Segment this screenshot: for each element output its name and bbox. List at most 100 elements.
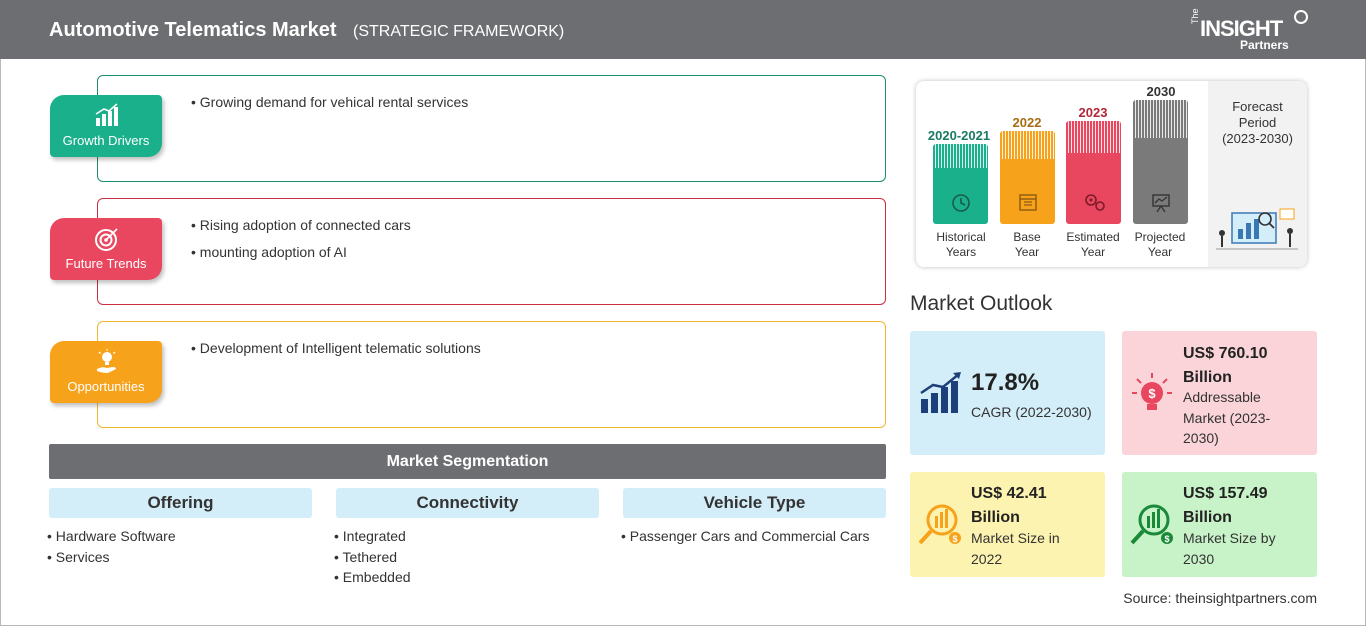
list-item: Services (47, 547, 176, 568)
presentation-icon (1152, 194, 1170, 213)
list-item: Embedded (334, 567, 411, 588)
svg-text:$: $ (952, 534, 957, 544)
addressable-market-card: $ US$ 760.10 Billion Addressable Market … (1122, 331, 1317, 455)
growth-drivers-label: Growth Drivers (62, 133, 150, 148)
bar-projected (1133, 100, 1188, 224)
market-size-2022-value: US$ 42.41 Billion (971, 482, 1047, 530)
label-historical-line1: Historical (936, 230, 986, 244)
cagr-card: 17.8% CAGR (2022-2030) (910, 331, 1105, 455)
future-trends-tag: Future Trends (50, 218, 162, 280)
addressable-market-label: Addressable Market (2023- 2030) (1183, 387, 1270, 449)
addressable-value-line2: Billion (1183, 369, 1232, 386)
list-item: Development of Intelligent telematic sol… (191, 340, 481, 356)
opportunities-card: Development of Intelligent telematic sol… (97, 321, 886, 428)
logo-insight: INSIGHT (1200, 16, 1283, 41)
size-2030-label-line2: 2030 (1183, 550, 1215, 567)
list-item: Rising adoption of connected cars (191, 217, 411, 233)
forecast-line3: (2023-2030) (1222, 131, 1293, 146)
offering-heading: Offering (49, 488, 312, 518)
size-2022-value-line1: US$ 42.41 (971, 485, 1047, 502)
bar-base (1000, 131, 1055, 224)
growth-drivers-tag: Growth Drivers (50, 95, 162, 157)
label-estimated-line2: Year (1080, 245, 1106, 259)
future-trends-card: Rising adoption of connected cars mounti… (97, 198, 886, 305)
list-item: Hardware Software (47, 526, 176, 547)
forecast-line1: Forecast (1232, 99, 1283, 114)
market-outlook-title: Market Outlook (910, 292, 1053, 315)
opportunities-label: Opportunities (67, 379, 145, 394)
cagr-label: CAGR (2022-2030) (971, 404, 1092, 420)
label-base-line1: Base (1013, 230, 1041, 244)
timeline-panel: 2020-2021 Historical Years 2022 Base Yea… (916, 81, 1307, 267)
future-trends-list: Rising adoption of connected cars mounti… (191, 217, 411, 271)
size-2030-value-line2: Billion (1183, 509, 1232, 526)
lightbulb-hand-icon (97, 349, 116, 373)
label-projected-line2: Year (1147, 245, 1173, 259)
market-size-2022-label: Market Size in 2022 (971, 528, 1060, 569)
addressable-label-line2: Market (2023- (1183, 409, 1271, 426)
calendar-icon (1019, 194, 1037, 211)
svg-text:$: $ (1164, 534, 1169, 544)
svg-text:$: $ (1148, 386, 1156, 401)
header-bar: Automotive Telematics Market (STRATEGIC … (0, 0, 1366, 59)
market-size-2030-card: $ US$ 157.49 Billion Market Size by 2030 (1122, 472, 1317, 577)
connectivity-list: Integrated Tethered Embedded (334, 526, 411, 588)
market-size-2030-value: US$ 157.49 Billion (1183, 482, 1268, 530)
future-trends-label: Future Trends (65, 256, 147, 271)
addressable-value-line1: US$ 760.10 (1183, 345, 1268, 362)
size-2022-label-line1: Market Size in (971, 530, 1060, 546)
vehicle-type-heading: Vehicle Type (623, 488, 886, 518)
year-projected: 2030 (1146, 84, 1176, 99)
dollar-bulb-icon: $ (1132, 373, 1172, 410)
coin-search-icon: $ (918, 504, 961, 545)
history-icon (952, 194, 970, 212)
label-base-line2: Year (1014, 245, 1040, 259)
page-subtitle: (STRATEGIC FRAMEWORK) (353, 23, 565, 40)
list-item: mounting adoption of AI (191, 244, 411, 260)
size-2030-value-line1: US$ 157.49 (1183, 485, 1268, 502)
addressable-label-line3: 2030) (1183, 430, 1219, 446)
opportunities-list: Development of Intelligent telematic sol… (191, 340, 481, 367)
bar-historical (933, 144, 988, 224)
list-item: Passenger Cars and Commercial Cars (621, 526, 870, 547)
size-2022-value-line2: Billion (971, 509, 1020, 526)
connectivity-heading: Connectivity (336, 488, 599, 518)
bar-growth-icon (920, 372, 961, 413)
source-link[interactable]: Source: theinsightpartners.com (1123, 590, 1317, 606)
label-estimated-line1: Estimated (1066, 230, 1120, 244)
year-historical: 2020-2021 (927, 128, 991, 143)
label-base: Base Year (992, 230, 1062, 260)
list-item: Integrated (334, 526, 411, 547)
growth-chart-icon (95, 103, 118, 126)
addressable-market-value: US$ 760.10 Billion (1183, 342, 1268, 390)
market-size-2030-label: Market Size by 2030 (1183, 528, 1276, 569)
label-projected: Projected Year (1125, 230, 1195, 260)
vehicle-type-list: Passenger Cars and Commercial Cars (621, 526, 870, 547)
forecast-line2: Period (1238, 115, 1277, 130)
segmentation-title: Market Segmentation (49, 444, 886, 479)
growth-drivers-list: Growing demand for vehical rental servic… (191, 94, 468, 121)
year-base: 2022 (1012, 115, 1042, 130)
label-projected-line1: Projected (1134, 230, 1186, 244)
cagr-value: 17.8% (971, 369, 1040, 396)
size-2022-label-line2: 2022 (971, 550, 1003, 567)
addressable-label-line1: Addressable (1183, 389, 1261, 405)
offering-list: Hardware Software Services (47, 526, 176, 567)
label-estimated: Estimated Year (1058, 230, 1128, 260)
forecast-title: Forecast Period (2023-2030) (1208, 99, 1307, 147)
growth-drivers-card: Growing demand for vehical rental servic… (97, 75, 886, 182)
list-item: Tethered (334, 547, 411, 568)
target-icon (95, 228, 118, 251)
chart-search-icon: $ (1130, 504, 1173, 545)
year-estimated: 2023 (1078, 105, 1108, 120)
gears-icon (1085, 194, 1105, 211)
size-2030-label-line1: Market Size by (1183, 530, 1276, 546)
insight-partners-logo[interactable]: The INSIGHT Partners (1190, 8, 1310, 54)
label-historical-line2: Years (945, 245, 977, 259)
page-title: Automotive Telematics Market (49, 19, 337, 41)
analyst-illustration-icon (1216, 208, 1298, 250)
market-size-2022-card: $ US$ 42.41 Billion Market Size in 2022 (910, 472, 1105, 577)
logo-the: The (1190, 8, 1200, 24)
logo-ring-icon (1294, 10, 1308, 24)
opportunities-tag: Opportunities (50, 341, 162, 403)
